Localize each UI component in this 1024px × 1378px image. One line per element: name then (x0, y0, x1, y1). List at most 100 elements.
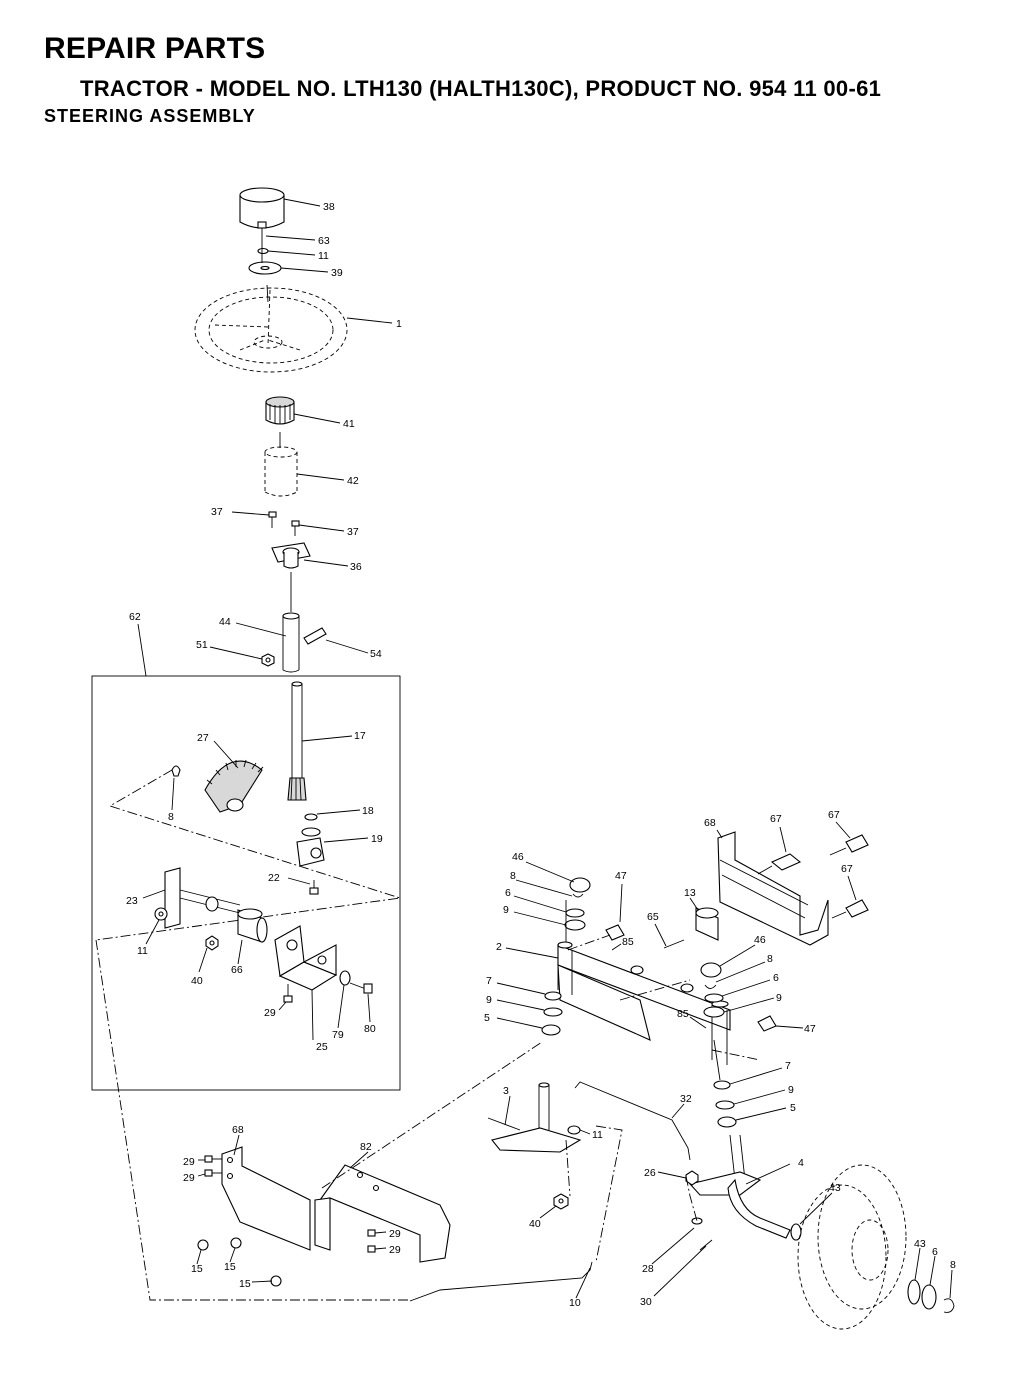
callout-8-right: 8 (767, 953, 773, 965)
bolt-part (303, 627, 327, 645)
frame-bracket-part (221, 1146, 311, 1251)
callout-40-center: 40 (529, 1218, 541, 1230)
lock-washer-part-11 (154, 907, 168, 921)
callout-8-tire: 8 (950, 1259, 956, 1271)
callout-28: 28 (642, 1263, 654, 1275)
nuts-part-15 (197, 1237, 282, 1287)
callout-15-c: 15 (239, 1278, 251, 1290)
callout-37-left: 37 (211, 506, 223, 518)
bolt-part-22 (309, 880, 319, 895)
callout-29-d: 29 (389, 1244, 401, 1256)
callout-46-right: 46 (754, 934, 766, 946)
boot-part (264, 446, 298, 497)
nut-part (261, 653, 275, 667)
callout-68-right: 68 (704, 817, 716, 829)
bolt-part-29 (283, 984, 293, 1003)
callout-67-b: 67 (828, 809, 840, 821)
callout-39: 39 (331, 267, 343, 279)
callout-29-box: 29 (264, 1007, 276, 1019)
callout-68-left: 68 (232, 1124, 244, 1136)
callout-85-left: 85 (622, 936, 634, 948)
callout-27: 27 (197, 732, 209, 744)
support-bracket-part (314, 1164, 451, 1263)
page-title: REPAIR PARTS (44, 32, 266, 65)
callout-2: 2 (496, 941, 502, 953)
callout-7-left: 7 (486, 975, 492, 987)
screws-part (268, 511, 300, 536)
bolt-part-80 (349, 982, 373, 994)
model-subtitle: TRACTOR - MODEL NO. LTH130 (HALTH130C), … (80, 76, 882, 101)
callout-11-left: 11 (137, 945, 148, 957)
callout-43-b: 43 (914, 1238, 926, 1250)
bolts-part-67 (757, 834, 869, 919)
assembly-62-box (91, 675, 401, 1091)
washer-part-79 (339, 970, 351, 986)
callout-6-mid: 6 (505, 887, 511, 899)
callout-42: 42 (347, 475, 359, 487)
pinion-part (296, 827, 325, 867)
callout-5-right: 5 (790, 1102, 796, 1114)
callout-7-right: 7 (785, 1060, 791, 1072)
callout-41: 41 (343, 418, 355, 430)
callout-9-mid: 9 (503, 904, 509, 916)
callout-62: 62 (129, 611, 141, 623)
callout-23: 23 (126, 895, 138, 907)
washer-part (248, 261, 282, 275)
spacer-part (237, 908, 268, 943)
spindle-part-left (487, 1082, 582, 1153)
callout-67-c: 67 (841, 863, 853, 875)
callout-9-right: 9 (776, 992, 782, 1004)
callout-43-a: 43 (829, 1182, 841, 1194)
callout-65: 65 (647, 911, 659, 923)
callout-18: 18 (362, 805, 374, 817)
callout-6-tire: 6 (932, 1246, 938, 1258)
sector-gear-part (204, 759, 264, 813)
callout-82: 82 (360, 1141, 372, 1153)
steering-wheel-part (194, 287, 348, 373)
callout-46-left: 46 (512, 851, 524, 863)
callout-38: 38 (323, 201, 335, 213)
callout-6-right: 6 (773, 972, 779, 984)
callout-40-left: 40 (191, 975, 203, 987)
callout-47-right: 47 (804, 1023, 816, 1035)
callout-36: 36 (350, 561, 362, 573)
section-title: STEERING ASSEMBLY (44, 106, 256, 126)
callout-25: 25 (316, 1041, 328, 1053)
bracket-part (271, 542, 311, 569)
callout-51: 51 (196, 639, 208, 651)
pin-part-65 (663, 939, 685, 949)
callout-1: 1 (396, 318, 402, 330)
callout-29-c: 29 (389, 1228, 401, 1240)
callout-54: 54 (370, 648, 382, 660)
callout-8-mid: 8 (510, 870, 516, 882)
callout-22: 22 (268, 872, 280, 884)
nut-part-40 (205, 935, 219, 951)
callout-13: 13 (684, 887, 696, 899)
callout-labels: 38 63 11 39 1 41 42 37 37 36 62 44 51 54… (126, 201, 956, 1309)
callout-11-center: 11 (592, 1129, 603, 1141)
callout-85-right: 85 (677, 1008, 689, 1020)
callout-47-left: 47 (615, 870, 627, 882)
callout-66: 66 (231, 964, 243, 976)
callout-30: 30 (640, 1296, 652, 1308)
upper-shaft-part (282, 612, 300, 673)
axle-bracket-part (717, 831, 829, 946)
pivot-bracket-part (274, 925, 338, 991)
callout-37-right: 37 (347, 526, 359, 538)
callout-29-b: 29 (183, 1172, 195, 1184)
callout-15-a: 15 (191, 1263, 203, 1275)
callout-44: 44 (219, 616, 231, 628)
cap-part-46 (569, 877, 591, 893)
drag-link-part (574, 1081, 691, 1161)
callout-63: 63 (318, 235, 330, 247)
callout-19: 19 (371, 833, 383, 845)
callout-79: 79 (332, 1029, 344, 1041)
tire-part (797, 1164, 907, 1330)
callout-9-left: 9 (486, 994, 492, 1006)
washer-part-18 (304, 813, 318, 821)
pin-part (171, 765, 181, 777)
callout-9-right2: 9 (788, 1084, 794, 1096)
grease-fitting-part (605, 924, 625, 941)
callout-3: 3 (503, 1085, 509, 1097)
